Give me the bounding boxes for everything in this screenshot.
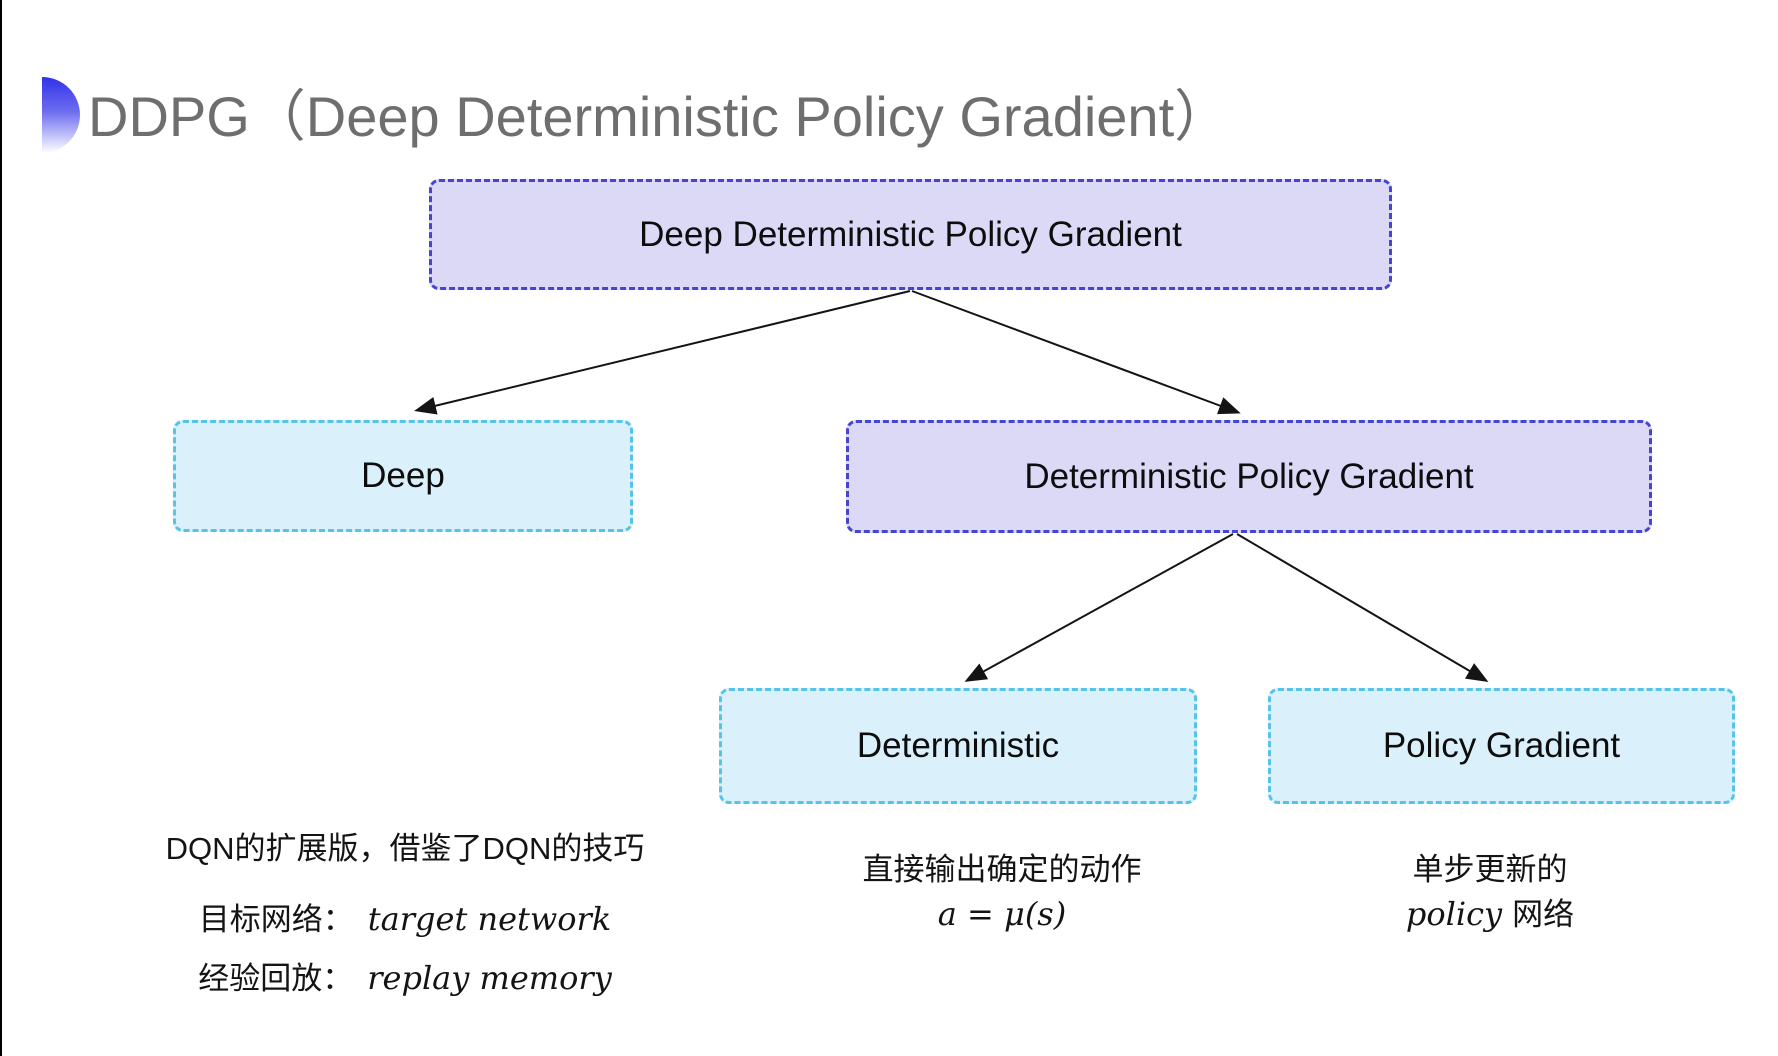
page-title: DDPG（Deep Deterministic Policy Gradient） — [88, 85, 1231, 148]
note-policy-gradient: 单步更新的 policy 网络 — [1280, 851, 1700, 934]
note-policy-line2: policy 网络 — [1280, 895, 1700, 934]
note-deep-line1: DQN的扩展版，借鉴了DQN的技巧 — [165, 831, 645, 866]
note-deep-target-line: 目标网络： target network — [105, 900, 705, 939]
arrow-root-to-dpg — [911, 290, 1241, 415]
replay-memory-label: 经验回放： — [198, 961, 354, 996]
arrow-dpg-to-deterministic — [964, 533, 1234, 682]
left-border-line — [0, 0, 2, 1056]
replay-memory-value: replay memory — [367, 959, 612, 997]
node-label: Deep Deterministic Policy Gradient — [639, 214, 1182, 254]
node-label: Deep — [361, 456, 445, 495]
policy-word: policy — [1405, 895, 1503, 933]
node-label: Deterministic — [856, 726, 1060, 765]
arrow-dpg-to-policy-gradient — [1236, 533, 1489, 683]
title-accent-circle-icon — [42, 77, 80, 153]
node-deterministic: Deterministic — [719, 688, 1197, 804]
node-policy-gradient: Policy Gradient — [1268, 688, 1735, 804]
node-deterministic-policy-gradient: Deterministic Policy Gradient — [846, 420, 1652, 533]
note-policy-line1: 单步更新的 — [1412, 852, 1568, 887]
note-deep: DQN的扩展版，借鉴了DQN的技巧 目标网络： target network 经验… — [105, 830, 705, 998]
network-word: 网络 — [1512, 897, 1575, 932]
target-network-value: target network — [367, 900, 612, 938]
node-label: Deterministic Policy Gradient — [1024, 456, 1474, 496]
note-deterministic-line1: 直接输出确定的动作 — [862, 852, 1142, 887]
formula-text: a = μ(s) — [937, 895, 1067, 933]
note-deterministic-formula: a = μ(s) — [792, 895, 1212, 934]
target-network-label: 目标网络： — [198, 902, 354, 937]
note-deep-replay-line: 经验回放： replay memory — [105, 959, 705, 998]
note-deterministic: 直接输出确定的动作 a = μ(s) — [792, 851, 1212, 934]
arrow-root-to-deep — [414, 290, 911, 415]
node-deep-deterministic-policy-gradient: Deep Deterministic Policy Gradient — [429, 179, 1392, 290]
node-deep: Deep — [173, 420, 633, 532]
node-label: Policy Gradient — [1382, 726, 1621, 765]
